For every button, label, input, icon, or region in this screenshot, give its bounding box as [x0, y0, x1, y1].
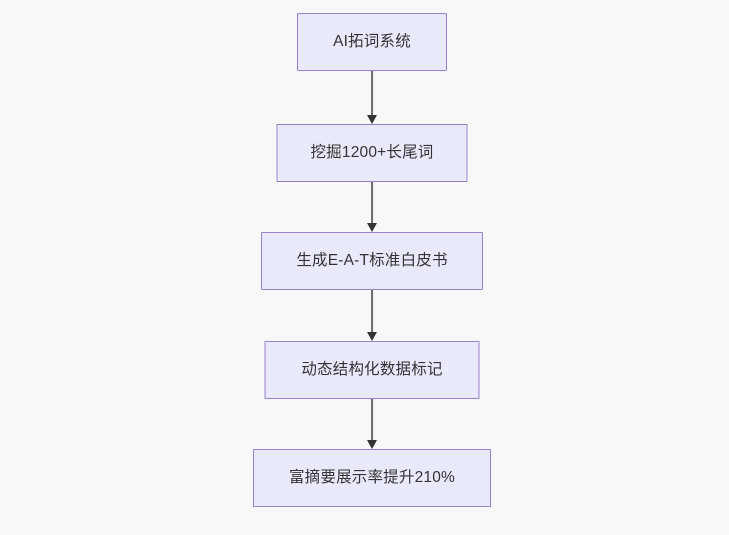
flow-node-rich-snippet-impression-uplift[interactable]: 富摘要展示率提升210%: [253, 449, 491, 507]
flow-node-ai-keyword-system[interactable]: AI拓词系统: [297, 13, 447, 71]
edge-n3-n4: [365, 290, 379, 341]
flow-node-label: 生成E-A-T标准白皮书: [296, 251, 448, 269]
flow-node-generate-eat-whitepaper[interactable]: 生成E-A-T标准白皮书: [261, 232, 483, 290]
arrowhead-icon: [367, 223, 377, 232]
edge-n4-n5: [365, 399, 379, 449]
edge-line: [371, 182, 373, 223]
edge-n2-n3: [365, 182, 379, 232]
edge-line: [371, 290, 373, 332]
flow-node-label: 动态结构化数据标记: [301, 360, 443, 378]
arrowhead-icon: [367, 332, 377, 341]
arrowhead-icon: [367, 115, 377, 124]
flow-node-mine-longtail-keywords[interactable]: 挖掘1200+长尾词: [276, 124, 468, 182]
flow-node-label: AI拓词系统: [333, 32, 411, 50]
edge-line: [371, 399, 373, 440]
flow-node-label: 富摘要展示率提升210%: [288, 468, 456, 486]
flow-node-dynamic-structured-data-markup[interactable]: 动态结构化数据标记: [264, 341, 480, 399]
edge-line: [371, 71, 373, 115]
edge-n1-n2: [365, 71, 379, 124]
flow-node-label: 挖掘1200+长尾词: [310, 143, 434, 161]
arrowhead-icon: [367, 440, 377, 449]
